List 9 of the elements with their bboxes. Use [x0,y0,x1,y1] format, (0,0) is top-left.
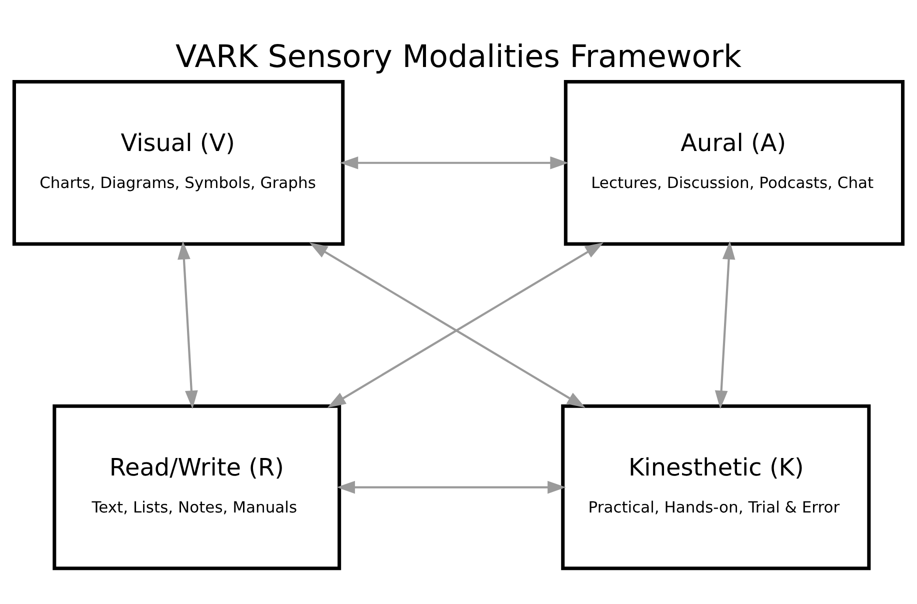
node-box: Aural (A) Lectures, Discussion, Podcasts, Chat [564,80,905,246]
arrow [178,240,198,408]
arrow [336,480,566,494]
diagram-title: VARK Sensory Modalities Framework [176,38,742,75]
node-box: Read/Write (R) Text, Lists, Notes, Manuals [52,404,342,570]
node-box: Kinesthetic (K) Practical, Hands-on, Trial & Error [561,404,871,570]
node-box: Visual (V) Charts, Diagrams, Symbols, Graphs [12,80,345,246]
arrow [340,156,569,169]
arrow [714,240,736,408]
